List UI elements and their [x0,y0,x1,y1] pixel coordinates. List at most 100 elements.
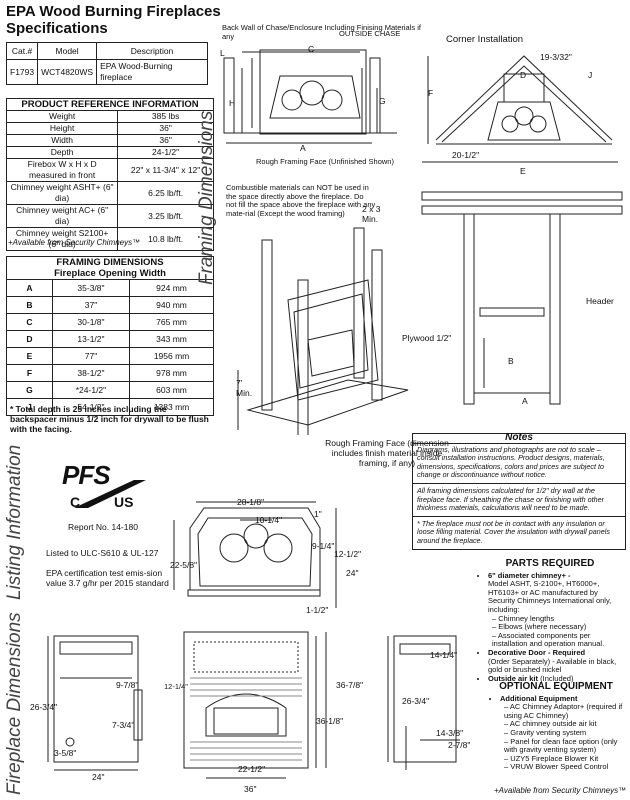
dim-mm: 978 mm [129,364,214,382]
framing-depth-note: * Total depth is 25 inches including the… [10,404,209,434]
product-ref-footnote: +Available from Security Chimneys™ [8,238,141,247]
side-dim-d3: 7-3/4" [112,720,135,730]
title-line-2: Specifications [6,20,108,37]
front-view-diagram [183,631,327,779]
dim-letter-L: L [220,48,225,58]
side-dim-d5: 24" [92,772,105,782]
dim-letter: C [6,313,53,331]
spec-header-cat: Cat.# [5,42,39,60]
corner-dim: 19-3/32" [540,52,572,62]
ref-key: Firebox W x H x D measured in front [5,158,119,182]
table-row: Chimney weight S2100+ (6" dia)10.8 lb/ft… [5,227,214,251]
corner-installation-title: Corner Installation [446,34,524,45]
dim-inches: 35-3/8" [51,279,131,297]
ref-key: Chimney weight ASHT+ (6" dia) [5,181,119,205]
product-reference-heading: PRODUCT REFERENCE INFORMATION [6,98,214,111]
list-item: Decorative Door - Required(Order Separat… [488,648,624,675]
dim-letter-D: D [520,70,527,80]
top-dim-h4: 24" [346,568,359,578]
spec-model: WCT4820WS [37,59,98,85]
optional-heading: OPTIONAL EQUIPMENT [499,681,613,692]
dim-letter: B [6,296,53,314]
list-item: Additional Equipment – AC Chimney Adapto… [500,694,624,772]
dim-mm: 1956 mm [129,347,214,365]
corner-width: 20-1/2" [452,150,480,160]
spec-desc: EPA Wood-Burning fireplace [96,59,208,85]
outside-chase-label: OUTSIDE CHASE [339,29,401,38]
rough-face-label: Rough Framing Face (Unfinished Shown) [256,157,394,166]
side-dim-d2: 26-3/4" [30,702,58,712]
top-dim-h5: 1-1/2" [306,605,329,615]
right-dim-d4: 2-7/8" [448,740,471,750]
side-dim-d4: 3-5/8" [54,748,77,758]
optional-equipment: OPTIONAL EQUIPMENT Additional Equipment … [488,681,624,772]
parts-heading: PARTS REQUIRED [505,558,595,569]
dim-letter: A [6,279,53,297]
seven-min-label: 7' Min. [236,378,253,398]
framing-perspective-diagram [237,227,409,435]
list-item: Outside air kit (Included) [488,674,624,684]
right-dim-d3: 14-3/8" [436,728,464,738]
dim-letter: F [6,364,53,382]
side-view-diagram [47,635,143,771]
top-dim-h1: 9-1/4" [312,541,335,551]
dim-mm: 1383 mm [129,398,214,416]
notes-p3: * The fireplace must not be in contact w… [413,515,625,546]
dim-inches: 38-1/2" [51,364,131,382]
dim-letter-H: H [229,98,236,108]
table-row: G*24-1/2"603 mm [6,381,214,399]
ref-key: Chimney weight S2100+ (6" dia) [5,227,119,251]
epa-certification: EPA certification test emis-sion value 3… [46,568,169,588]
front-dim-d5: 36" [244,784,257,794]
table-row: Chimney weight ASHT+ (6" dia)6.25 lb/ft. [5,181,214,205]
dim-inches: 54-1/2" [51,398,131,416]
page-title: EPA Wood Burning Fireplaces Specificatio… [6,3,221,37]
dim-letter: E [6,347,53,365]
dim-mm: 603 mm [129,381,214,399]
spec-header-desc: Description [96,42,208,60]
ref-key: Height [5,122,119,135]
framing-plan-diagram [223,49,397,144]
dim-inches: 37" [51,296,131,314]
ref-key: Depth [5,146,119,159]
ref-value: 3.25 lb/ft. [117,204,214,228]
notes-p1: Diagrams, illustrations and photographs … [417,444,605,480]
front-dim-d1: 12-1/4" [164,682,188,691]
fireplace-dimensions-label: Fireplace Dimensions [4,612,25,795]
title-line-1: EPA Wood Burning Fireplaces [6,3,221,20]
dim-letter-A2: A [522,396,528,406]
dim-inches: *24-1/2" [51,381,131,399]
top-dim-h2: 12-1/2" [334,549,362,559]
notes-box: Notes Diagrams, illustrations and photog… [412,433,626,550]
front-dim-d4: 22-1/2" [238,764,266,774]
dim-letter-B: B [508,356,514,366]
top-dim-w1: 28-1/8" [237,497,265,507]
ref-key: Chimney weight AC+ (6" dia) [5,204,119,228]
dim-letter-J: J [588,70,593,80]
dim-letter-F: F [428,88,434,98]
top-dim-h3: 22-5/8" [170,560,198,570]
notes-heading: Notes [413,433,625,444]
spec-table: Cat.# Model Description F1793 WCT4820WS … [5,42,208,85]
spec-cat: F1793 [5,59,39,85]
dim-mm: 940 mm [129,296,214,314]
corner-installation-diagram [422,55,618,163]
combustible-note: Combustible materials can NOT be used in… [226,183,376,218]
top-dim-w2: 10-1/4" [255,515,283,525]
parts-required: PARTS REQUIRED 6" diameter chimney+ -Mod… [476,558,624,684]
dim-mm: 343 mm [129,330,214,348]
two-by-three-label: 2 x 3 Min. [362,204,381,224]
